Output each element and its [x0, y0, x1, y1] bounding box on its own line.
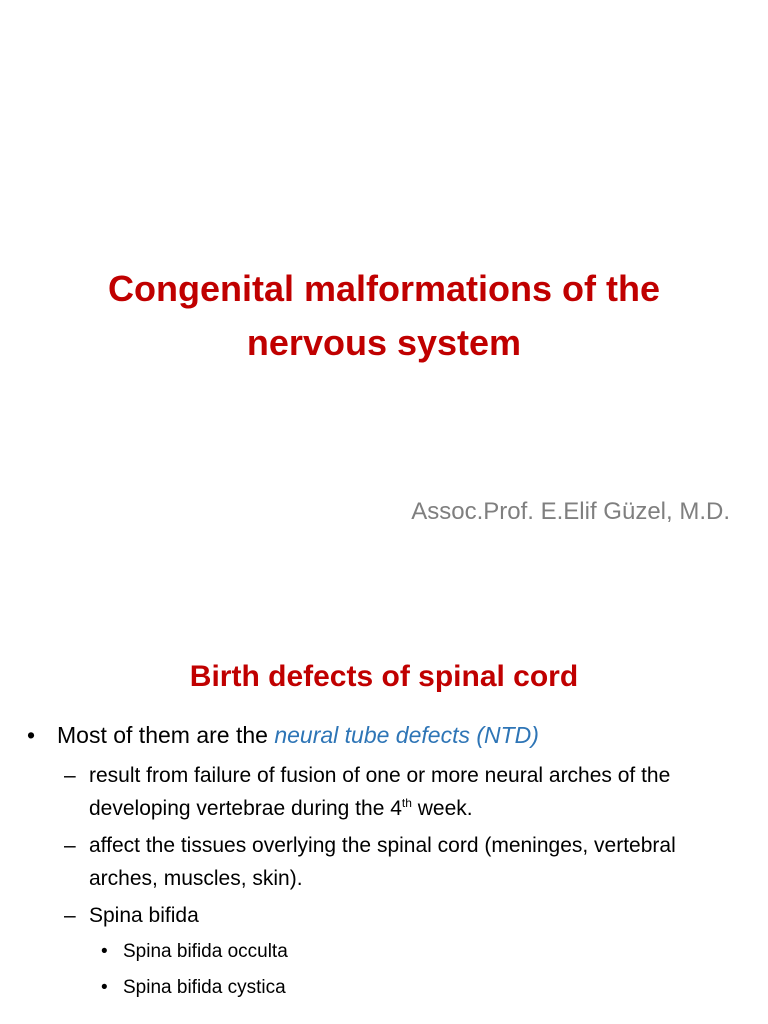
title-slide: Congenital malformations of the nervous …	[107, 268, 730, 525]
sub-bullet-fusion-failure: – result from failure of fusion of one o…	[0, 759, 768, 825]
spina-bifida-occulta-item: • Spina bifida occulta	[0, 938, 768, 966]
occulta-text: Spina bifida occulta	[123, 941, 288, 962]
slide-title: Birth defects of spinal cord	[189, 659, 579, 693]
fusion-failure-text: result from failure of fusion of one or …	[89, 764, 671, 820]
fusion-failure-after: week.	[411, 797, 473, 820]
fusion-failure-sup: th	[401, 796, 412, 810]
bullet-list: • Most of them are the neural tube defec…	[0, 720, 768, 1002]
dash-marker: –	[64, 834, 76, 857]
author-line: Assoc.Prof. E.Elif Güzel, M.D.	[411, 498, 730, 525]
bullet-ntd: • Most of them are the neural tube defec…	[0, 720, 768, 750]
bullet-marker: •	[27, 722, 36, 748]
cystica-text: Spina bifida cystica	[123, 977, 286, 998]
sub-bullet-spina-bifida: – Spina bifida	[0, 899, 768, 932]
ntd-highlight: neural tube defects (NTD)	[274, 722, 539, 748]
spina-bifida-text: Spina bifida	[89, 904, 199, 927]
bullet-ntd-text: Most of them are the	[57, 722, 275, 748]
dash-marker: –	[64, 764, 76, 787]
bullet-marker: •	[101, 941, 108, 962]
spina-bifida-cystica-item: • Spina bifida cystica	[0, 974, 768, 1002]
bullet-marker: •	[101, 977, 108, 998]
dash-marker: –	[64, 904, 76, 927]
presentation-title: Congenital malformations of the nervous …	[107, 268, 661, 364]
sub-bullet-tissues: – affect the tissues overlying the spina…	[0, 829, 768, 895]
content-slide: Birth defects of spinal cord • Most of t…	[0, 576, 768, 1024]
tissues-text: affect the tissues overlying the spinal …	[89, 834, 676, 890]
